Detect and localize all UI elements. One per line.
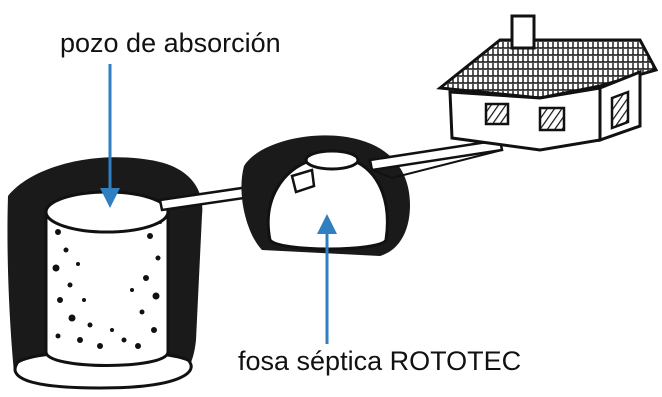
house	[436, 14, 659, 152]
well-cylinder	[44, 210, 170, 367]
house-window-right	[538, 106, 566, 132]
house-front-wall	[448, 86, 602, 152]
arrow-to-tank	[317, 214, 337, 344]
absorption-well	[7, 157, 203, 390]
well-gravel	[52, 218, 162, 349]
inlet-pipe	[368, 138, 504, 180]
tank-lid	[304, 149, 360, 171]
septic-tank	[241, 135, 410, 256]
house-chimney	[510, 14, 536, 50]
house-window-left	[484, 102, 510, 126]
label-septic-tank: fosa séptica ROTOTEC	[238, 346, 522, 376]
label-absorption-well: pozo de absorción	[60, 28, 281, 58]
arrow-to-well	[100, 64, 120, 208]
